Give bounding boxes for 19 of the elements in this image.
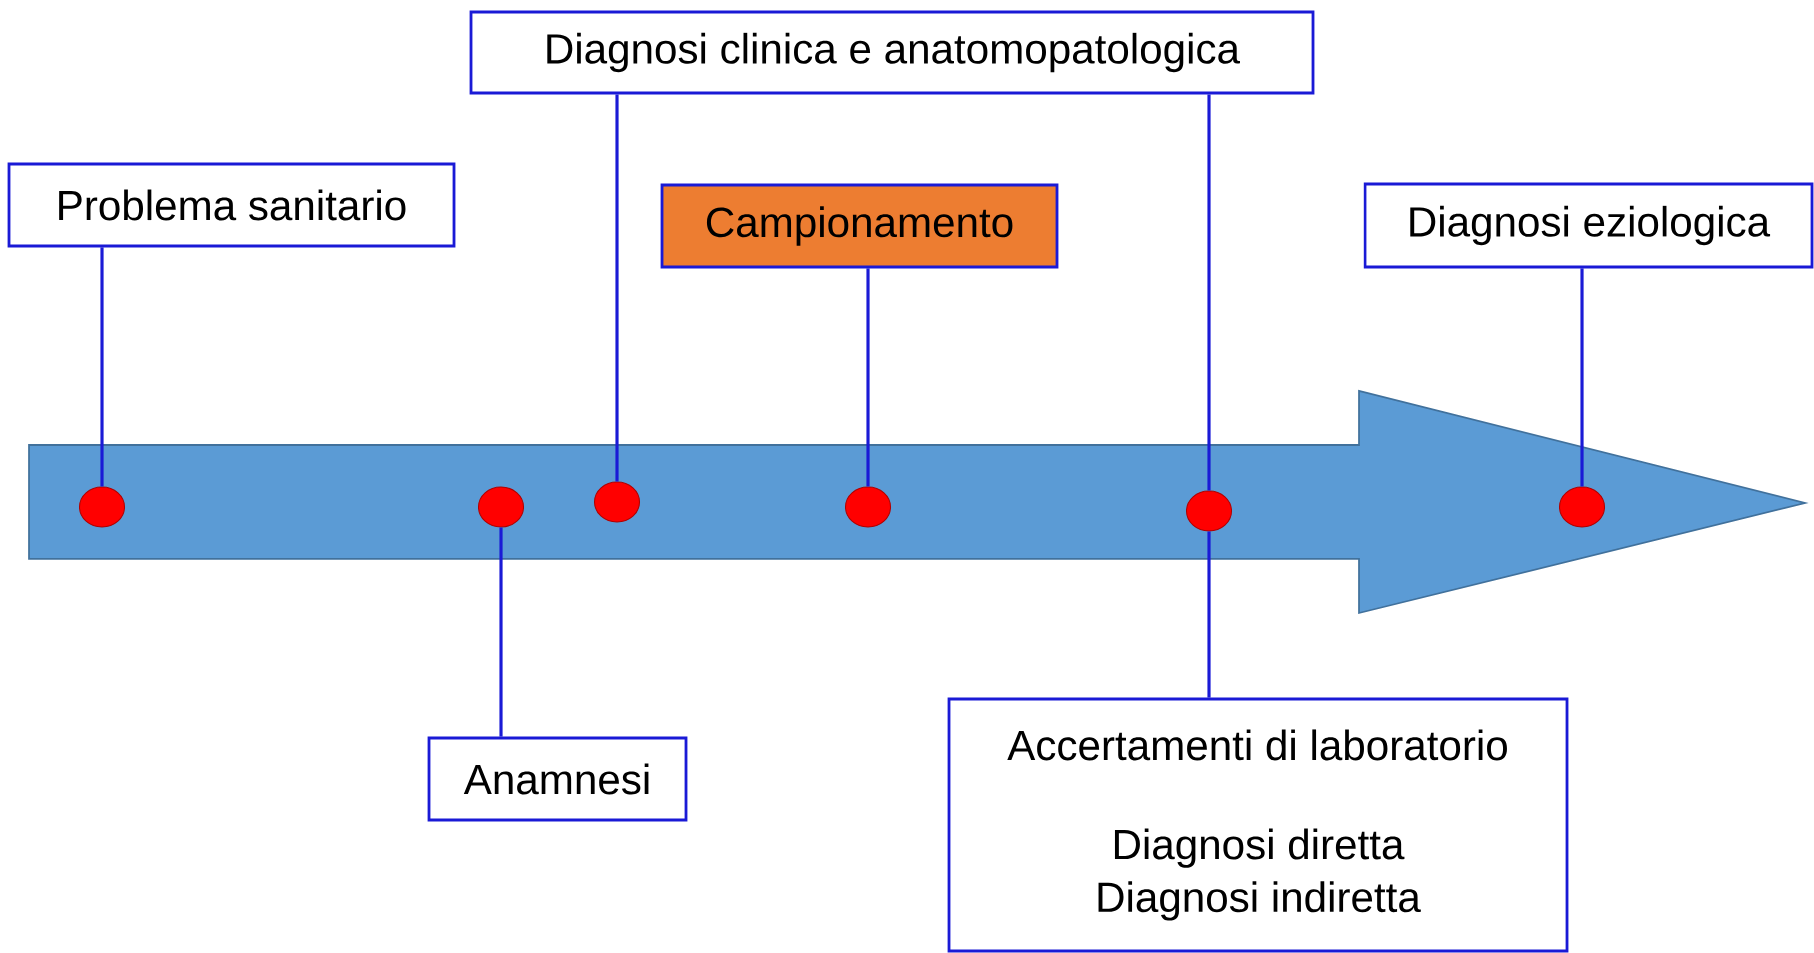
timeline-dot: [594, 481, 641, 523]
leader-line: [615, 94, 619, 482]
label-box: Campionamento: [660, 183, 1059, 269]
leader-line: [1207, 531, 1211, 698]
label-box: Anamnesi: [427, 736, 688, 822]
label-box: Diagnosi clinica e anatomopatologica: [469, 10, 1315, 95]
label-box: Diagnosi eziologica: [1363, 182, 1814, 269]
leader-line: [1207, 94, 1211, 491]
leader-line: [499, 527, 503, 737]
label-box: Accertamenti di laboratorio Diagnosi diretta Diagnosi indiretta: [947, 697, 1569, 953]
label-box: Problema sanitario: [7, 162, 456, 248]
leader-line: [100, 247, 104, 487]
timeline-dot: [478, 486, 525, 528]
leader-line: [866, 268, 870, 487]
leader-line: [1580, 268, 1584, 487]
timeline-dot: [1186, 490, 1233, 532]
timeline-dot: [845, 486, 892, 528]
timeline-dot: [1559, 486, 1606, 528]
timeline-dot: [79, 486, 126, 528]
